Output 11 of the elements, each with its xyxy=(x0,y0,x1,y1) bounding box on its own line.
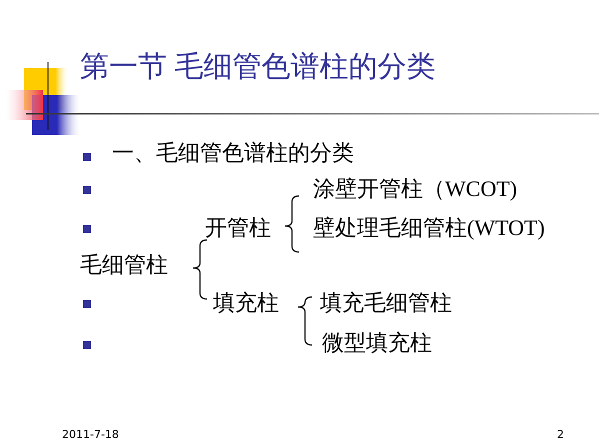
page-number: 2 xyxy=(557,428,564,442)
tree-label: 涂壁开管柱（WCOT) xyxy=(313,176,518,202)
tree-label: 微型填充柱 xyxy=(322,330,432,356)
tree-label: 填充毛细管柱 xyxy=(320,290,452,316)
bullet-text: 一、毛细管色谱柱的分类 xyxy=(112,140,354,166)
tree-label: 填充柱 xyxy=(213,290,279,316)
date-footer: 2011-7-18 xyxy=(62,428,119,442)
tree-label: 开管柱 xyxy=(205,215,271,241)
tree-label: 毛细管柱 xyxy=(80,252,168,278)
tree-label: 壁处理毛细管柱(WTOT) xyxy=(313,215,545,241)
slide-title: 第一节 毛细管色谱柱的分类 xyxy=(80,50,436,84)
